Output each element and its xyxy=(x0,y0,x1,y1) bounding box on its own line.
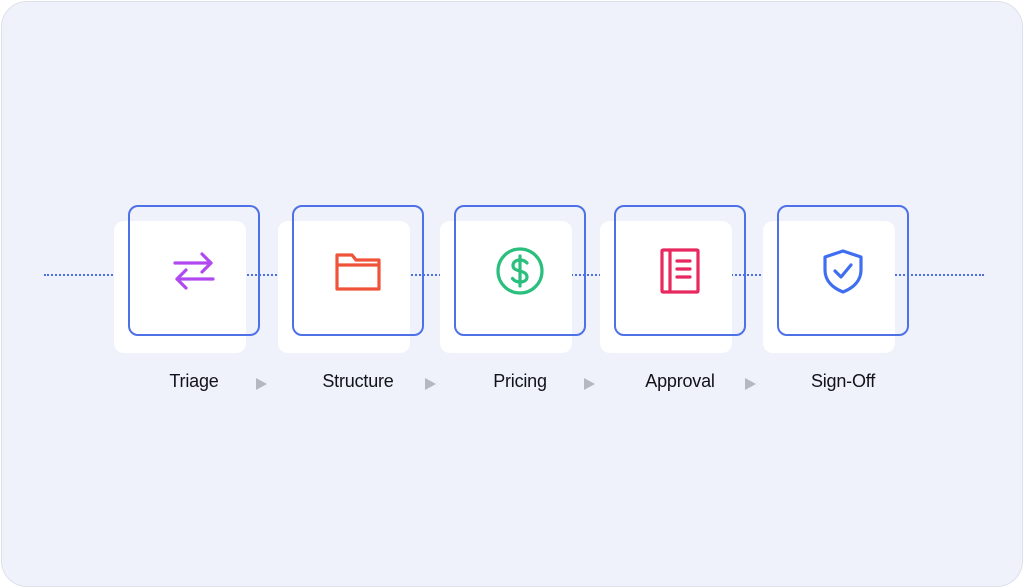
swap-arrows-icon xyxy=(166,243,222,299)
step-card[interactable] xyxy=(777,205,909,336)
step-pricing: Pricing xyxy=(440,205,614,405)
document-list-icon xyxy=(652,243,708,299)
step-card[interactable] xyxy=(128,205,260,336)
step-sign-off: Sign-Off xyxy=(763,205,937,405)
step-label: Sign-Off xyxy=(810,371,876,391)
step-structure: Structure xyxy=(278,205,452,405)
flow-arrow-icon xyxy=(584,378,595,390)
flow-arrow-icon xyxy=(256,378,267,390)
step-label: Structure xyxy=(322,371,394,391)
folder-icon xyxy=(330,243,386,299)
step-approval: Approval xyxy=(600,205,774,405)
step-card[interactable] xyxy=(292,205,424,336)
dollar-circle-icon xyxy=(492,243,548,299)
shield-check-icon xyxy=(815,243,871,299)
flow-arrow-icon xyxy=(425,378,436,390)
step-label: Pricing xyxy=(493,371,547,391)
step-label: Approval xyxy=(645,371,715,391)
step-label: Triage xyxy=(169,371,219,391)
flow-arrow-icon xyxy=(745,378,756,390)
step-card[interactable] xyxy=(614,205,746,336)
step-triage: Triage xyxy=(114,205,288,405)
step-card[interactable] xyxy=(454,205,586,336)
